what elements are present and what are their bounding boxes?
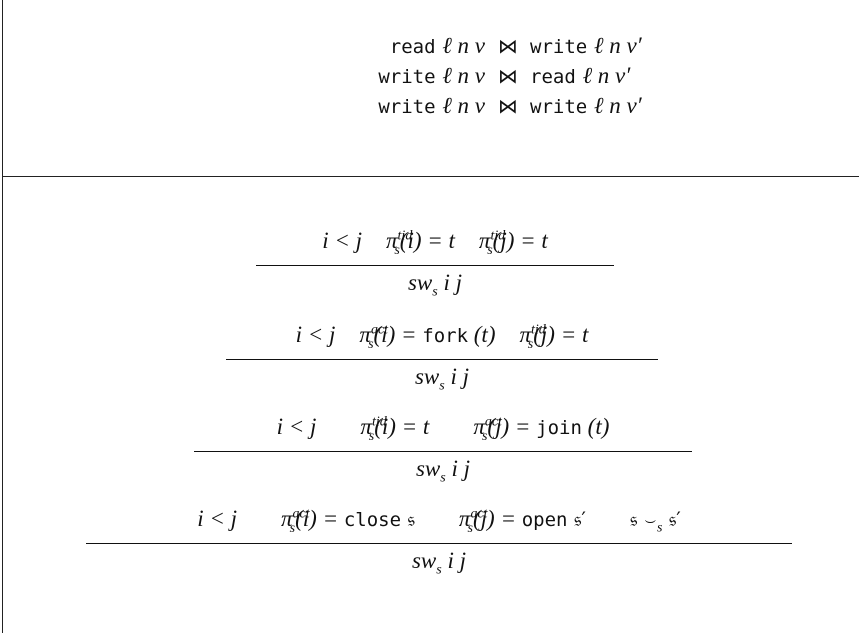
rule-premises: i < j πacts(i) = close 𝔰 πacts(j) = open… [86, 506, 792, 543]
premise: i < j [197, 506, 238, 531]
inference-rule-thread-order: i < j πtids(i) = t πtids(j) = t sws i j [256, 228, 614, 300]
inference-rule-fork: i < j πacts(i) = fork (t) πtids(j) = t s… [226, 322, 658, 394]
rule-premises: i < j πtids(i) = t πtids(j) = t [256, 228, 614, 265]
rule-premises: i < j πacts(i) = fork (t) πtids(j) = t [226, 322, 658, 359]
rhs-operation: write [530, 36, 588, 58]
premise: πtids(i) = t [360, 414, 430, 444]
premise: πacts(j) = open 𝔰′ [458, 506, 586, 536]
inference-bar [86, 542, 792, 544]
lhs-operation: write [378, 66, 436, 88]
rule-conclusion: sws i j [407, 269, 463, 300]
rhs-arguments: ℓ n v′ [593, 33, 642, 58]
inference-bar [194, 450, 692, 452]
conflict-symbol: ⋈ [498, 94, 518, 118]
premise: πtids(i) = t [386, 228, 455, 258]
conflict-symbol: ⋈ [498, 34, 518, 58]
premise: πtids(j) = t [478, 228, 548, 258]
rhs-operation: read [530, 66, 576, 88]
inference-bar [226, 358, 658, 360]
rhs-arguments: ℓ n v′ [593, 93, 642, 118]
inference-bar [256, 264, 614, 266]
lhs-operation: write [378, 96, 436, 118]
lhs-operation: read [389, 36, 436, 58]
rhs-arguments: ℓ n v′ [582, 63, 631, 88]
rule-premises: i < j πtids(i) = t πacts(j) = join (t) [194, 414, 692, 451]
premise: i < j [322, 228, 363, 253]
lhs-arguments: ℓ n v [442, 33, 485, 58]
lhs-arguments: ℓ n v [442, 93, 485, 118]
inference-rule-session-order: i < j πacts(i) = close 𝔰 πacts(j) = open… [86, 506, 792, 578]
premise: 𝔰 ⌣s 𝔰′ [629, 507, 681, 536]
rule-conclusion: sws i j [415, 455, 471, 486]
premise: πacts(i) = fork (t) [359, 322, 496, 352]
premise: πacts(j) = join (t) [473, 414, 610, 444]
lhs-arguments: ℓ n v [442, 63, 485, 88]
section-divider [2, 176, 859, 178]
premise: i < j [295, 322, 336, 347]
premise: πacts(i) = close 𝔰 [281, 506, 415, 536]
rule-conclusion: sws i j [411, 547, 467, 578]
premise: πtids(j) = t [519, 322, 589, 352]
conflict-symbol: ⋈ [498, 64, 518, 88]
rule-conclusion: sws i j [414, 363, 470, 394]
inference-rule-join: i < j πtids(i) = t πacts(j) = join (t) s… [194, 414, 692, 486]
premise: i < j [276, 414, 317, 439]
frame-left-border [2, 0, 4, 633]
rhs-operation: write [530, 96, 588, 118]
